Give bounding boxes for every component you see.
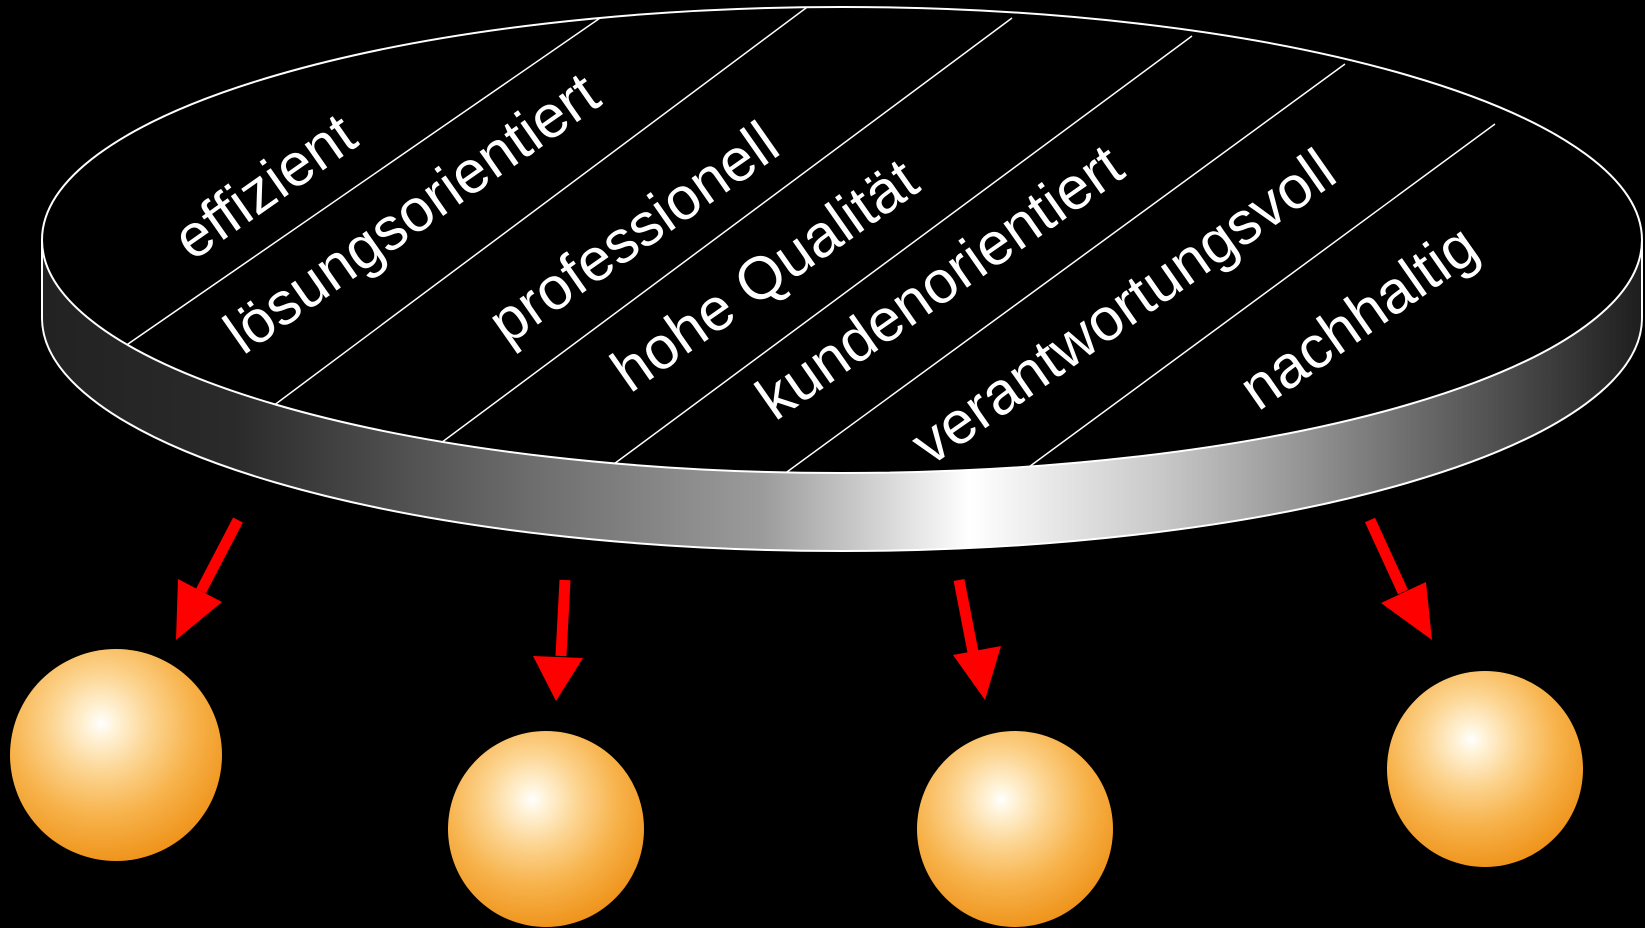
divider-line — [594, 35, 1193, 473]
sphere-3 — [917, 731, 1113, 927]
divider-line — [114, 15, 604, 354]
arrow-4 — [1365, 517, 1432, 640]
arrow-3 — [953, 578, 1001, 700]
sphere-2 — [448, 731, 644, 927]
divider-line — [417, 17, 1013, 461]
sphere-1 — [10, 649, 222, 861]
divider-line — [1017, 123, 1496, 473]
arrow-2 — [533, 579, 583, 701]
divider-line — [764, 63, 1346, 473]
arrow-1 — [176, 517, 243, 640]
divider-line — [264, 7, 811, 413]
disc-top — [41, 6, 1643, 474]
sphere-4 — [1387, 671, 1583, 867]
segment-dividers — [114, 7, 1496, 473]
